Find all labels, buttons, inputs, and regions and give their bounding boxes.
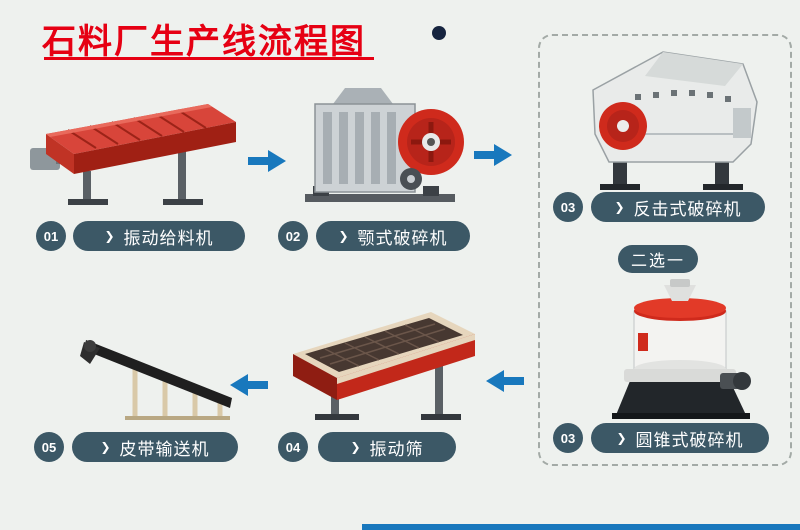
crusher-choice-dashed-box <box>538 34 792 466</box>
arrow-left-icon <box>484 368 524 394</box>
step-label-text: 圆锥式破碎机 <box>635 430 744 450</box>
cone-crusher-illustration <box>608 277 753 427</box>
step-label-belt-conveyor: ❯ 皮带输送机 <box>72 432 238 462</box>
step-number-badge: 03 <box>553 423 583 453</box>
step-label-text: 振动筛 <box>369 439 424 459</box>
step-label-jaw-crusher: ❯ 颚式破碎机 <box>316 221 470 251</box>
step-number-badge: 03 <box>553 192 583 222</box>
chevron-right-icon: ❯ <box>338 229 350 243</box>
step-number-badge: 02 <box>278 221 308 251</box>
step-label-cone-crusher: ❯ 圆锥式破碎机 <box>591 423 769 453</box>
step-label-text: 振动给料机 <box>123 228 214 248</box>
arrow-right-icon <box>248 148 288 174</box>
chevron-right-icon: ❯ <box>614 200 626 214</box>
step-number-badge: 04 <box>278 432 308 462</box>
arrow-left-icon <box>228 372 268 398</box>
page-title: 石料厂生产线流程图 <box>42 23 366 61</box>
arrow-right-icon <box>474 142 514 168</box>
title-dot <box>432 26 446 40</box>
step-label-text: 反击式破碎机 <box>633 199 742 219</box>
step-label-impact-crusher: ❯ 反击式破碎机 <box>591 192 765 222</box>
step-label-vibrating-screen: ❯ 振动筛 <box>318 432 456 462</box>
title-underline <box>44 57 374 60</box>
belt-conveyor-illustration <box>80 312 245 427</box>
step-label-text: 颚式破碎机 <box>357 228 448 248</box>
step-number-badge: 05 <box>34 432 64 462</box>
footer-accent-bar <box>362 524 800 530</box>
chevron-right-icon: ❯ <box>350 440 362 454</box>
jaw-crusher-illustration <box>293 82 468 217</box>
choice-one-of-two-badge: 二选一 <box>618 245 698 273</box>
vibrating-feeder-illustration <box>28 96 243 211</box>
chevron-right-icon: ❯ <box>104 229 116 243</box>
impact-crusher-illustration <box>575 42 770 192</box>
chevron-right-icon: ❯ <box>616 431 628 445</box>
vibrating-screen-illustration <box>285 302 480 427</box>
step-label-text: 皮带输送机 <box>119 439 210 459</box>
chevron-right-icon: ❯ <box>100 440 112 454</box>
step-label-vibrating-feeder: ❯ 振动给料机 <box>73 221 245 251</box>
step-number-badge: 01 <box>36 221 66 251</box>
